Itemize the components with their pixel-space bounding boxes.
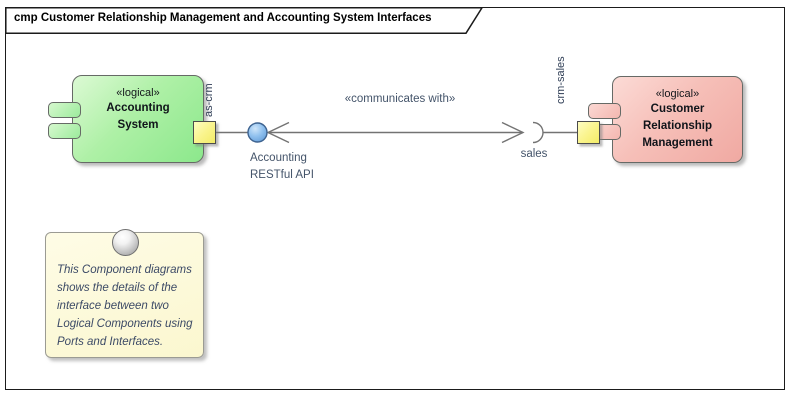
component-crm[interactable]: «logical» Customer Relationship Manageme… [588,76,743,163]
port-crm-sales[interactable] [577,121,600,144]
stereotype-label: «logical» [655,88,700,100]
stereotype-label: «logical» [116,87,160,99]
component-accounting-system[interactable]: «logical» Accounting System [48,75,204,163]
note-sphere-icon [112,229,139,256]
component-icon-rect [588,103,621,119]
port-as-crm[interactable] [193,121,216,144]
component-name: Customer Relationship Management [642,103,713,149]
required-interface-socket[interactable] [532,121,544,144]
connector-stereotype-label: «communicates with» [344,93,456,105]
dependency-arrowhead-right [501,121,525,144]
port-label-as-crm: as-crm [203,83,215,117]
note-text: This Component diagrams shows the detail… [57,264,193,348]
port-label-crm-sales: crm-sales [555,56,567,104]
component-icon-rect [48,102,81,118]
component-icon-rect [48,123,81,139]
required-interface-label: sales [520,148,548,160]
provided-interface-label: Accounting RESTful API [250,152,314,181]
component-name: Accounting System [106,102,170,131]
diagram-title: cmp Customer Relationship Management and… [14,12,432,24]
provided-interface-ball[interactable] [247,122,268,143]
frame-title-tab [5,7,484,34]
